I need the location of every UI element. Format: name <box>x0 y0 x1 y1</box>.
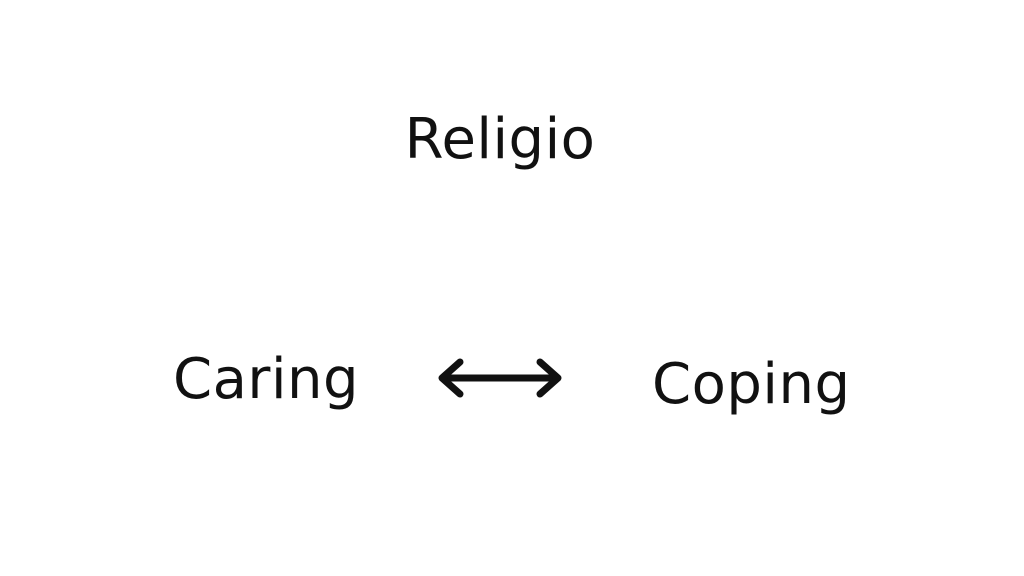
double-headed-arrow-icon <box>438 358 562 398</box>
right-term: Coping <box>652 352 851 417</box>
slide-title: Religio <box>404 107 596 172</box>
left-term: Caring <box>173 347 360 412</box>
